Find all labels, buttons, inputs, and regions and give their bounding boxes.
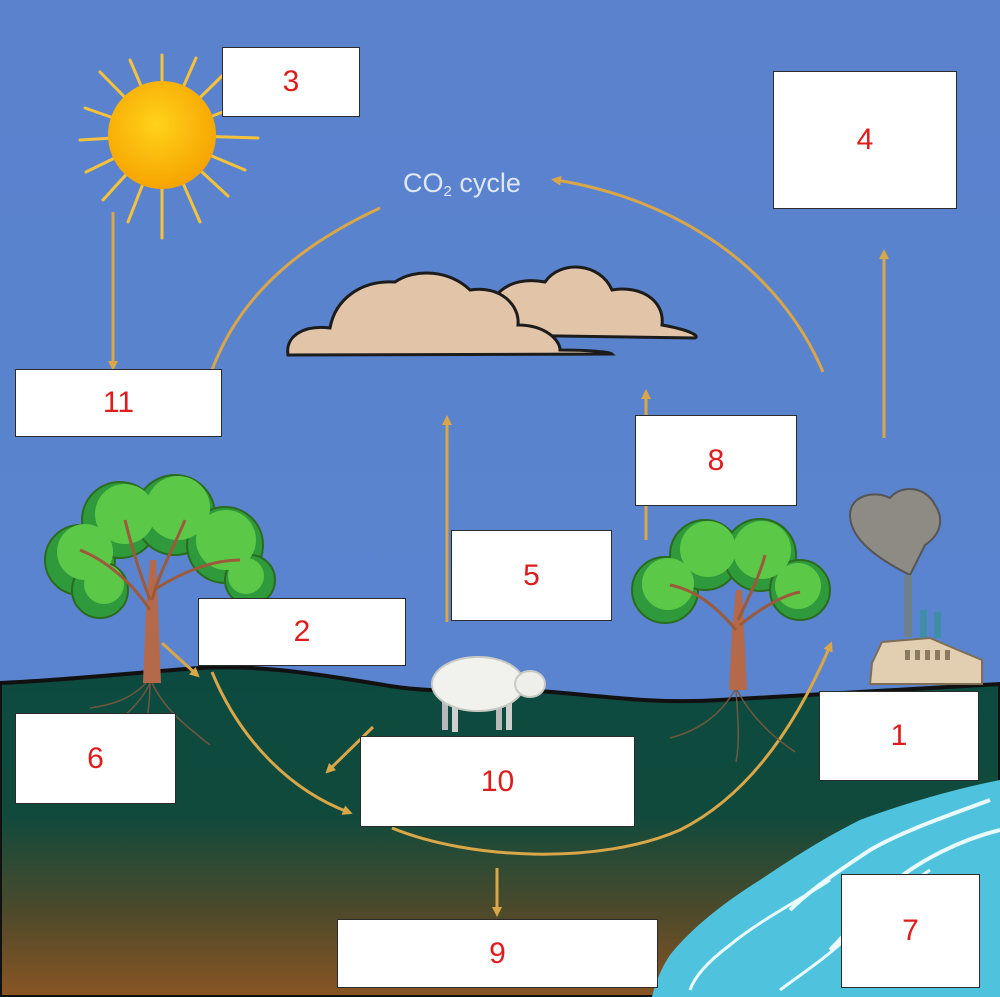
label-text: 4 bbox=[856, 123, 874, 156]
label-text: 2 bbox=[293, 615, 311, 648]
title-subscript: 2 bbox=[443, 183, 452, 200]
co2-cycle-title: CO2 cycle bbox=[403, 168, 521, 200]
label-text: 5 bbox=[523, 558, 540, 592]
tree-right-icon bbox=[631, 518, 831, 763]
underground-arc-left bbox=[210, 671, 353, 815]
cycle-arc-right bbox=[551, 175, 825, 373]
label-box-5[interactable]: 5 bbox=[451, 530, 612, 621]
cycle-arc-left bbox=[210, 206, 381, 371]
factory-icon bbox=[848, 488, 983, 685]
tree-left-icon bbox=[44, 474, 276, 751]
label-text: 3 bbox=[282, 65, 300, 98]
label-text: 1 bbox=[890, 719, 908, 752]
label-box-8[interactable]: 8 bbox=[635, 415, 797, 506]
label-box-11[interactable]: 11 bbox=[15, 369, 222, 437]
label-box-9[interactable]: 9 bbox=[337, 919, 658, 988]
sheep-decay-arrow bbox=[325, 725, 375, 774]
tree-decay-arrow bbox=[160, 641, 200, 678]
label-box-4[interactable]: 4 bbox=[773, 71, 957, 209]
title-suffix: cycle bbox=[451, 168, 521, 198]
ocean-wave bbox=[688, 878, 831, 991]
label-box-10[interactable]: 10 bbox=[360, 736, 635, 827]
label-text: 6 bbox=[87, 741, 104, 775]
label-text: 10 bbox=[480, 764, 515, 798]
label-text: 7 bbox=[902, 914, 919, 947]
label-box-3[interactable]: 3 bbox=[222, 47, 360, 117]
label-text: 11 bbox=[102, 386, 135, 419]
sheep-icon bbox=[431, 656, 546, 732]
underground-arc-right bbox=[391, 641, 833, 856]
label-box-7[interactable]: 7 bbox=[841, 874, 980, 988]
sun-icon bbox=[78, 53, 260, 240]
title-prefix: CO bbox=[403, 168, 444, 198]
label-box-6[interactable]: 6 bbox=[15, 713, 176, 804]
label-text: 8 bbox=[707, 443, 725, 477]
label-text: 9 bbox=[489, 936, 506, 970]
label-box-2[interactable]: 2 bbox=[198, 598, 406, 666]
cloud-icon bbox=[286, 265, 698, 357]
label-box-1[interactable]: 1 bbox=[819, 691, 979, 781]
